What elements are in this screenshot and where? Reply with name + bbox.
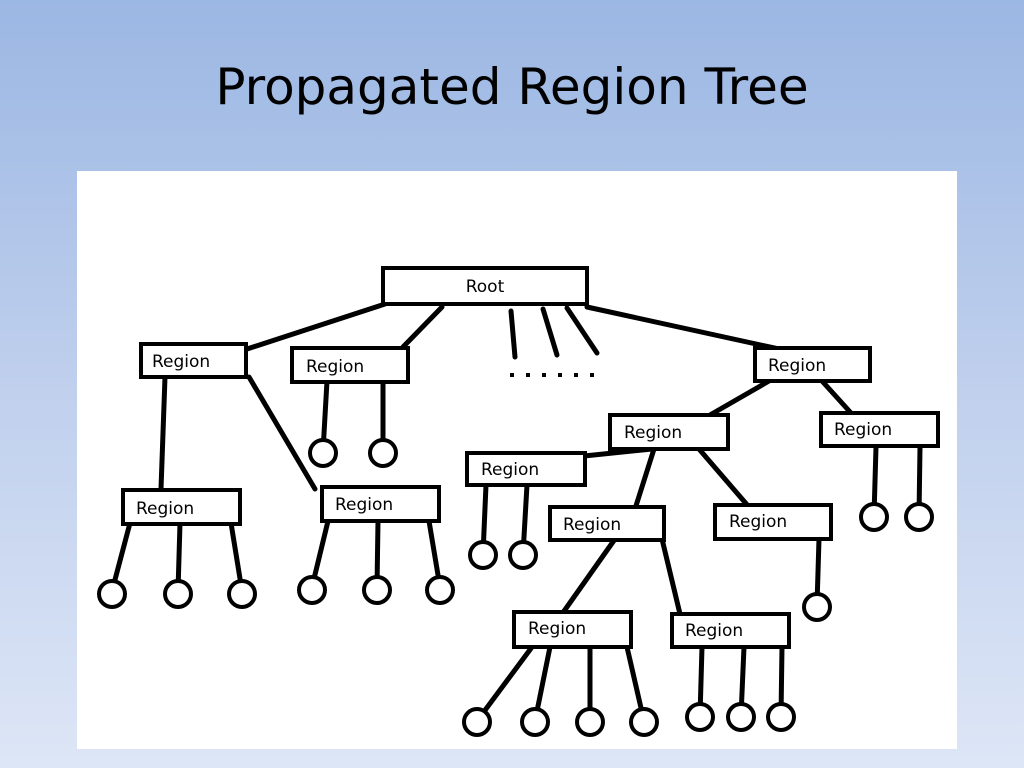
leaf-node	[726, 702, 756, 732]
ellipsis-dots	[510, 373, 594, 377]
leaf-node	[468, 540, 498, 570]
region-node: Region	[121, 488, 242, 526]
leaf-node	[425, 575, 455, 605]
leaf-node	[904, 502, 934, 532]
leaf-node	[575, 707, 605, 737]
leaf-node	[227, 579, 257, 609]
leaf-node	[308, 438, 338, 468]
slide-title: Propagated Region Tree	[215, 58, 809, 116]
leaf-node	[362, 575, 392, 605]
region-node-label: Region	[481, 460, 539, 480]
leaf-node	[766, 702, 796, 732]
tree-leaves	[97, 438, 934, 737]
leaf-node	[163, 579, 193, 609]
region-node: Region	[320, 485, 441, 523]
region-node-label: Region	[834, 420, 892, 440]
region-node-label: Region	[729, 512, 787, 532]
leaf-node	[462, 707, 492, 737]
region-node: Region	[512, 610, 633, 649]
leaf-node	[859, 502, 889, 532]
region-node-label: Region	[685, 621, 743, 641]
region-node: Region	[290, 346, 410, 384]
region-node: Region	[548, 505, 666, 542]
leaf-node	[97, 579, 127, 609]
tree-diagram-panel: Root Region Region Region Region Region	[77, 171, 957, 749]
region-node: Region	[465, 451, 587, 487]
root-node-label: Root	[466, 277, 505, 297]
tree-diagram: Root Region Region Region Region Region	[97, 266, 940, 737]
region-node-label: Region	[335, 495, 393, 515]
leaf-node	[802, 592, 832, 622]
leaf-node	[520, 707, 550, 737]
region-node: Region	[139, 342, 248, 379]
region-node: Region	[608, 413, 730, 451]
region-node-label: Region	[306, 357, 364, 377]
leaf-node	[685, 702, 715, 732]
region-node-label: Region	[152, 352, 210, 372]
root-node: Root	[381, 266, 589, 306]
region-node-label: Region	[624, 423, 682, 443]
tree-nodes: Root Region Region Region Region Region	[121, 266, 940, 649]
leaf-node	[508, 540, 538, 570]
region-node-label: Region	[528, 619, 586, 639]
region-node: Region	[819, 411, 940, 448]
leaf-node	[368, 438, 398, 468]
region-node-label: Region	[768, 356, 826, 376]
region-node: Region	[713, 503, 833, 541]
leaf-node	[297, 575, 327, 605]
region-node: Region	[753, 346, 872, 383]
region-node: Region	[670, 612, 791, 649]
leaf-node	[629, 707, 659, 737]
region-node-label: Region	[563, 515, 621, 535]
region-node-label: Region	[136, 499, 194, 519]
